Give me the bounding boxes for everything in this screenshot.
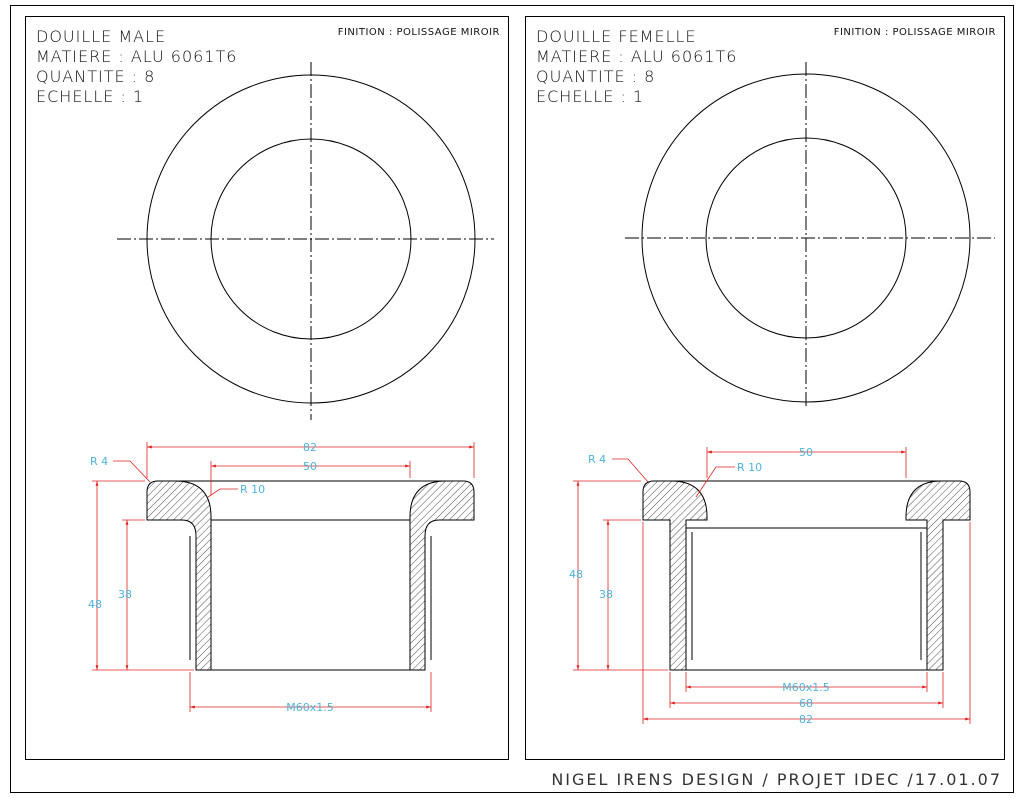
femelle-label-50: 50 <box>799 446 813 459</box>
male-leader-r10 <box>207 488 238 498</box>
femelle-leader-r4 <box>612 458 649 483</box>
femelle-echelle: ECHELLE : 1 <box>536 87 645 106</box>
femelle-label-r4: R 4 <box>588 453 606 466</box>
male-label-50: 50 <box>303 460 317 473</box>
male-label-r10: R 10 <box>240 483 265 496</box>
male-label-48: 48 <box>88 598 102 611</box>
femelle-matiere: MATIERE : ALU 6061T6 <box>536 47 738 66</box>
femelle-section-view <box>642 480 971 671</box>
male-dimensions <box>92 442 475 712</box>
femelle-dimensions <box>573 447 971 724</box>
male-label-r4: R 4 <box>90 455 108 468</box>
male-label-38: 38 <box>118 588 132 601</box>
male-matiere: MATIERE : ALU 6061T6 <box>36 47 238 66</box>
male-section-view <box>146 480 475 671</box>
femelle-finition: FINITION : POLISSAGE MIROIR <box>833 27 996 38</box>
femelle-label-82: 82 <box>799 713 813 726</box>
male-left-profile <box>146 480 212 671</box>
male-title: DOUILLE MALE <box>36 27 167 46</box>
male-info-block: DOUILLE MALE MATIERE : ALU 6061T6 QUANTI… <box>36 27 237 107</box>
femelle-label-38: 38 <box>599 588 613 601</box>
panel-douille-male: DOUILLE MALE MATIERE : ALU 6061T6 QUANTI… <box>25 16 509 760</box>
femelle-right-profile <box>905 480 971 671</box>
male-leader-r4 <box>113 460 151 483</box>
femelle-quantite: QUANTITE : 8 <box>536 67 656 86</box>
male-echelle: ECHELLE : 1 <box>36 87 145 106</box>
male-quantite: QUANTITE : 8 <box>36 67 156 86</box>
femelle-top-view <box>625 62 995 408</box>
femelle-left-profile <box>642 480 708 671</box>
femelle-info-block: DOUILLE FEMELLE MATIERE : ALU 6061T6 QUA… <box>536 27 737 107</box>
femelle-leader-r10 <box>695 466 735 498</box>
drawing-frame <box>10 5 1014 793</box>
male-right-profile <box>409 480 475 671</box>
femelle-label-m60: M60x1.5 <box>782 681 830 694</box>
male-top-view <box>117 62 494 420</box>
femelle-label-48: 48 <box>569 568 583 581</box>
title-block-footer: NIGEL IRENS DESIGN / PROJET IDEC /17.01.… <box>551 770 1002 789</box>
male-label-m60: M60x1.5 <box>286 701 334 714</box>
femelle-title: DOUILLE FEMELLE <box>536 27 697 46</box>
male-finition: FINITION : POLISSAGE MIROIR <box>337 27 500 38</box>
panel-douille-femelle: DOUILLE FEMELLE MATIERE : ALU 6061T6 QUA… <box>525 16 1005 760</box>
male-label-82: 82 <box>303 441 317 454</box>
femelle-label-r10: R 10 <box>737 461 762 474</box>
femelle-label-68: 68 <box>799 697 813 710</box>
